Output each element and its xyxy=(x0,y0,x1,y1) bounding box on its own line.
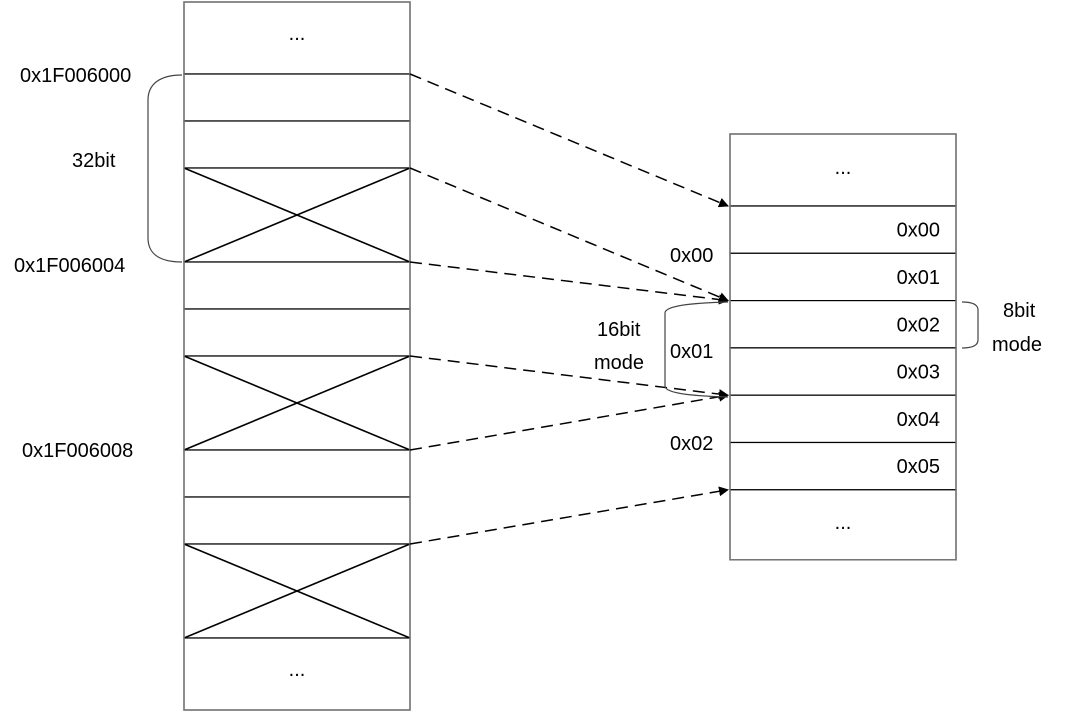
target-row-byte: 0x05 xyxy=(729,441,957,491)
target-cell xyxy=(729,394,957,444)
target-row-byte: 0x04 xyxy=(729,394,957,444)
source-cell xyxy=(183,449,411,498)
source-cell xyxy=(183,308,411,357)
byte-address-label: 0x00 xyxy=(897,220,940,242)
source-row-ellipsis: ... xyxy=(183,1,411,75)
mapping-arrow xyxy=(409,73,729,208)
halfword-label-0x01: 0x01 xyxy=(670,341,713,363)
8bit-mode-label-line2: mode xyxy=(992,334,1042,356)
mapping-arrows xyxy=(409,73,729,545)
target-ellipsis: ... xyxy=(835,157,852,179)
target-cell xyxy=(729,133,957,207)
source-cell-label: ... xyxy=(289,23,306,45)
8bit-mode-brace xyxy=(961,301,979,349)
source-cell xyxy=(183,496,411,545)
unused-cross-line xyxy=(183,543,411,639)
16bit-mode-brace xyxy=(664,301,729,398)
mapping-arrow xyxy=(409,261,729,305)
byte-address-label: 0x03 xyxy=(897,362,940,384)
unused-cross-line xyxy=(183,355,411,451)
target-row-byte: 0x02 xyxy=(729,300,957,349)
source-row-word xyxy=(183,308,411,357)
address-label-0x1F006004: 0x1F006004 xyxy=(14,255,125,277)
byte-address-label: 0x05 xyxy=(897,456,940,478)
target-memory-column: ... 0x00 0x01 0x02 0x03 0x04 0x05... xyxy=(729,133,957,561)
source-cell xyxy=(183,261,411,310)
target-row-byte: 0x00 xyxy=(729,205,957,254)
source-cell xyxy=(183,1,411,75)
source-row-ellipsis: ... xyxy=(183,637,411,711)
source-row-unused xyxy=(183,543,411,639)
byte-address-label: 0x01 xyxy=(897,267,940,289)
source-row-word xyxy=(183,496,411,545)
source-memory-column: ...... xyxy=(183,1,411,711)
target-cell xyxy=(729,300,957,349)
source-row-word xyxy=(183,120,411,169)
target-cell xyxy=(729,489,957,561)
target-row-ellipsis: ... xyxy=(729,489,957,561)
mapping-arrow xyxy=(409,486,729,545)
source-cell xyxy=(183,637,411,711)
byte-address-label: 0x02 xyxy=(897,314,940,336)
unused-cross-line xyxy=(183,167,411,263)
32bit-label: 32bit xyxy=(72,150,116,172)
address-label-0x1F006000: 0x1F006000 xyxy=(20,65,131,87)
byte-address-label: 0x04 xyxy=(897,409,940,431)
source-row-word xyxy=(183,449,411,498)
mapping-arrow xyxy=(409,167,729,302)
mapping-arrow xyxy=(409,391,729,451)
source-row-word xyxy=(183,261,411,310)
mapping-arrow xyxy=(409,355,729,400)
halfword-label-0x00: 0x00 xyxy=(670,245,713,267)
target-row-ellipsis: ... xyxy=(729,133,957,207)
16bit-mode-label-line2: mode xyxy=(594,352,644,374)
address-label-0x1F006008: 0x1F006008 xyxy=(22,440,133,462)
16bit-mode-label-line1: 16bit xyxy=(597,319,641,341)
32bit-brace xyxy=(147,74,183,263)
source-row-unused xyxy=(183,167,411,263)
target-row-byte: 0x01 xyxy=(729,252,957,302)
target-column-border xyxy=(729,133,957,561)
halfword-label-0x02: 0x02 xyxy=(670,433,713,455)
target-row-byte: 0x03 xyxy=(729,347,957,396)
source-row-word xyxy=(183,73,411,122)
source-cell xyxy=(183,73,411,122)
source-row-unused xyxy=(183,355,411,451)
target-ellipsis: ... xyxy=(835,512,852,534)
8bit-mode-label-line1: 8bit xyxy=(1003,300,1036,322)
target-cell xyxy=(729,441,957,491)
source-cell-label: ... xyxy=(289,659,306,681)
source-cell xyxy=(183,120,411,169)
